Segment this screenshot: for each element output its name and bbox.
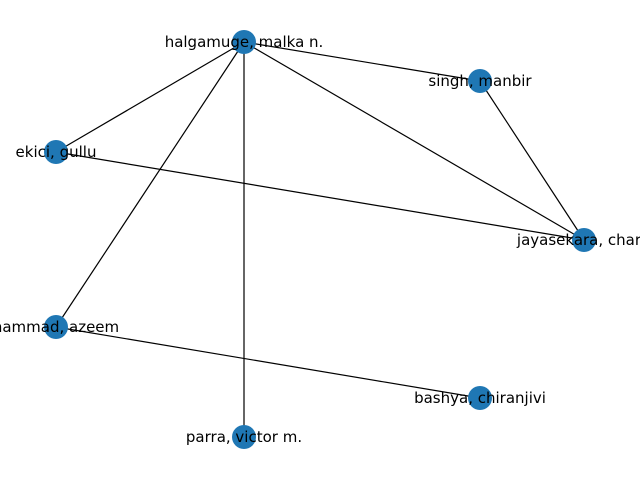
- node-label-singh: singh, manbir: [428, 72, 532, 90]
- node-label-halgamuge: halgamuge, malka n.: [165, 33, 324, 51]
- edge-halgamuge-singh: [243, 41, 481, 82]
- edge-halgamuge-jayasekara: [243, 41, 585, 241]
- node-bashya: [468, 386, 492, 410]
- node-label-ekici: ekici, gullu: [16, 143, 97, 161]
- node-halgamuge: [232, 30, 256, 54]
- graph-labels: halgamuge, malka n. singh, manbir ekici, g…: [0, 33, 640, 446]
- edge-halgamuge-muhammad: [55, 41, 245, 328]
- edge-halgamuge-ekici: [55, 41, 245, 153]
- graph-nodes: [44, 30, 596, 449]
- node-parra: [232, 425, 256, 449]
- edge-muhammad-bashya: [55, 326, 481, 399]
- edge-singh-jayasekara: [479, 80, 585, 241]
- node-singh: [468, 69, 492, 93]
- node-label-bashya: bashya, chiranjivi: [414, 389, 546, 407]
- edge-ekici-jayasekara: [55, 151, 585, 241]
- node-label-muhammad: hammad, azeem: [0, 318, 119, 336]
- graph-edges: [55, 41, 585, 437]
- node-label-parra: parra, victor m.: [186, 428, 302, 446]
- node-muhammad: [44, 315, 68, 339]
- node-label-jayasekara: jayasekara, charit: [516, 231, 640, 249]
- node-jayasekara: [572, 228, 596, 252]
- node-ekici: [44, 140, 68, 164]
